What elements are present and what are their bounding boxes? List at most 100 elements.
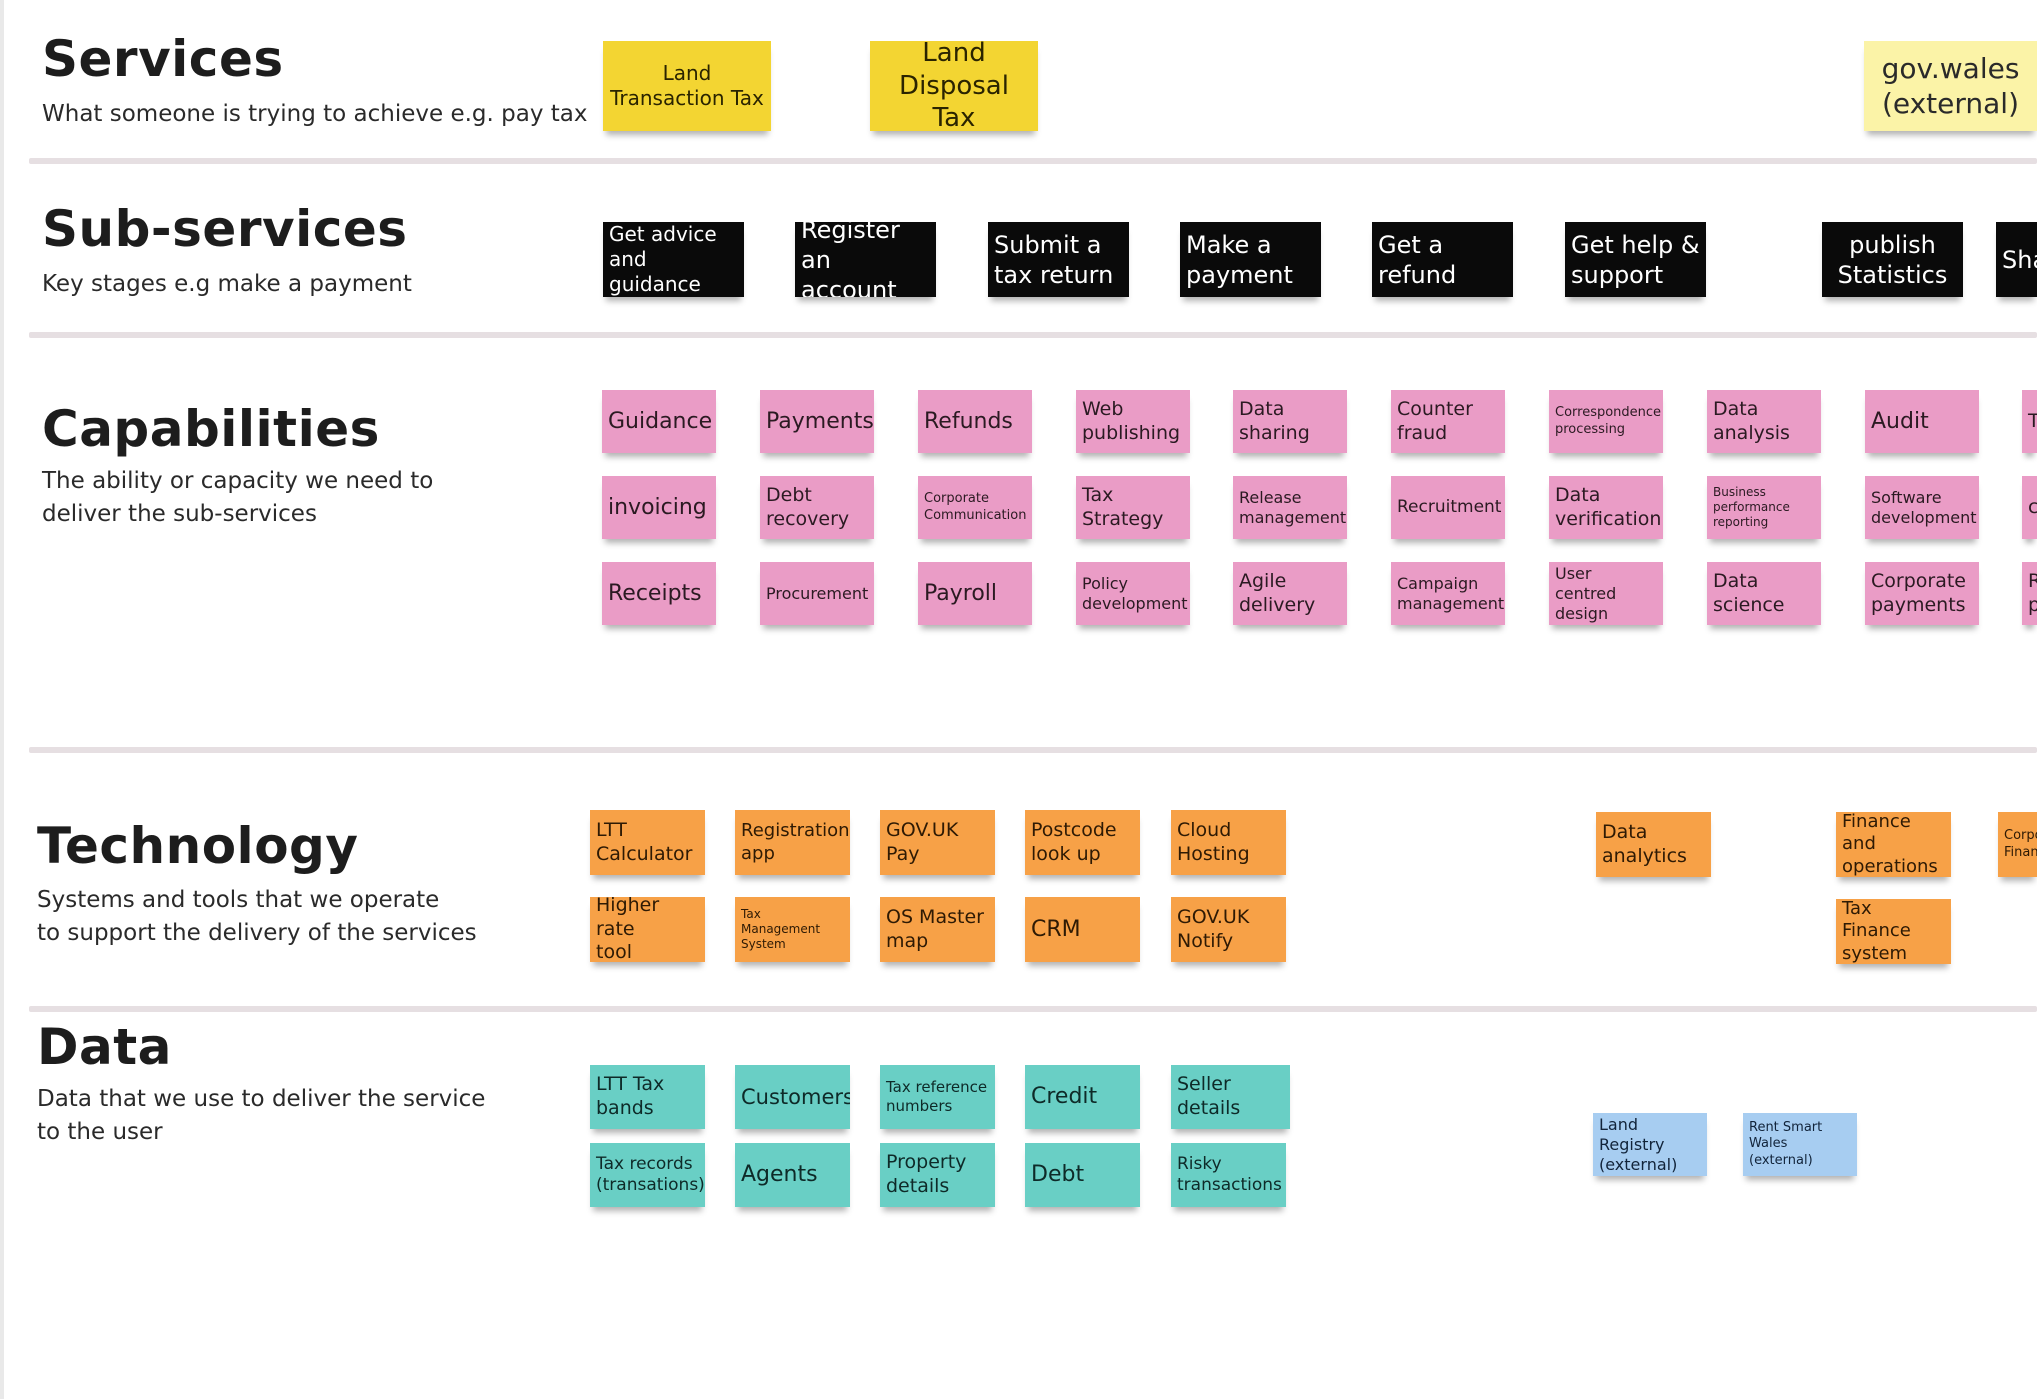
sticky-note-data[interactable]: Debt	[1025, 1143, 1140, 1207]
sticky-note-technology[interactable]: Postcode look up	[1025, 810, 1140, 875]
data-description: Data that we use to deliver the service …	[37, 1086, 486, 1145]
sticky-note-subservice[interactable]: Get help & support	[1565, 222, 1706, 297]
sticky-note-technology[interactable]: CRM	[1025, 897, 1140, 962]
note-text: Get advice and guidance	[609, 222, 717, 296]
sticky-note-data[interactable]: LTT Tax bands	[590, 1065, 705, 1129]
note-text: Counter fraud	[1397, 397, 1473, 444]
note-text: Audit	[1871, 408, 1929, 434]
sticky-note-capability[interactable]: Software development	[1865, 476, 1979, 539]
sticky-note-technology[interactable]: Higher rate tool	[590, 897, 705, 962]
section-divider	[29, 332, 2037, 338]
note-text: Guidance	[608, 408, 713, 434]
sticky-note-technology[interactable]: Cloud Hosting	[1171, 810, 1286, 875]
sticky-note-capability[interactable]: Agile delivery	[1233, 562, 1347, 625]
sticky-note-capability[interactable]: T	[2022, 390, 2037, 453]
sticky-note-subservice[interactable]: Submit a tax return	[988, 222, 1129, 297]
sticky-note-capability[interactable]: Business performance reporting	[1707, 476, 1821, 539]
sticky-note-technology[interactable]: Tax Management System	[735, 897, 850, 962]
sticky-note-technology[interactable]: Registration app	[735, 810, 850, 875]
note-text: Release management	[1239, 487, 1347, 527]
sticky-note-capability[interactable]: Corporate payments	[1865, 562, 1979, 625]
sticky-note-subservice[interactable]: Make a payment	[1180, 222, 1321, 297]
sticky-note-capability[interactable]: invoicing	[602, 476, 716, 539]
sticky-note-data[interactable]: Tax reference numbers	[880, 1065, 995, 1129]
sticky-note-capability[interactable]: Guidance	[602, 390, 716, 453]
sticky-note-subservice[interactable]: Get a refund	[1372, 222, 1513, 297]
note-text: Make a payment	[1186, 230, 1293, 289]
sticky-note-capability[interactable]: Corporate Communication	[918, 476, 1032, 539]
sticky-note-data[interactable]: Agents	[735, 1143, 850, 1207]
sticky-note-capability[interactable]: Payments	[760, 390, 874, 453]
note-text: Finance and operations	[1842, 812, 1938, 877]
note-text: Land Disposal Tax	[899, 41, 1009, 131]
note-text: R p	[2028, 569, 2037, 616]
sticky-note-data-external[interactable]: Rent Smart Wales (external)	[1743, 1113, 1857, 1176]
sticky-note-technology[interactable]: GOV.UK Pay	[880, 810, 995, 875]
sticky-note-capability[interactable]: Debt recovery	[760, 476, 874, 539]
sticky-note-technology[interactable]: GOV.UK Notify	[1171, 897, 1286, 962]
sticky-note-capability[interactable]: Recruitment	[1391, 476, 1505, 539]
sticky-note-capability[interactable]: Release management	[1233, 476, 1347, 539]
note-text: Registration app	[741, 820, 850, 864]
sticky-note-data[interactable]: Tax records (transations)	[590, 1143, 705, 1207]
note-text: Tax reference numbers	[886, 1078, 988, 1115]
note-text: Rent Smart Wales (external)	[1749, 1120, 1823, 1168]
sticky-note-data-external[interactable]: Land Registry (external)	[1593, 1113, 1707, 1176]
note-text: User centred design	[1555, 563, 1617, 623]
sticky-note-capability[interactable]: Campaign management	[1391, 562, 1505, 625]
note-text: gov.wales (external)	[1881, 52, 2020, 120]
services-description: What someone is trying to achieve e.g. p…	[42, 101, 588, 127]
note-text: Land Registry (external)	[1599, 1114, 1678, 1174]
sticky-note-data[interactable]: Seller details	[1171, 1065, 1290, 1129]
capabilities-description: The ability or capacity we need to deliv…	[42, 468, 434, 527]
sticky-note-subservice[interactable]: Sha	[1996, 222, 2037, 297]
sticky-note-subservice[interactable]: publish Statistics	[1822, 222, 1963, 297]
sticky-note-data[interactable]: Customers	[735, 1065, 850, 1129]
note-text: Corpo Finan	[2004, 828, 2037, 860]
sticky-note-service[interactable]: Land Disposal Tax	[870, 41, 1038, 131]
sticky-note-capability[interactable]: Policy development	[1076, 562, 1190, 625]
note-text: Agents	[741, 1162, 818, 1188]
note-text: Data analysis	[1713, 397, 1790, 444]
sticky-note-capability[interactable]: Payroll	[918, 562, 1032, 625]
sticky-note-capability[interactable]: Audit	[1865, 390, 1979, 453]
sticky-note-capability[interactable]: Counter fraud	[1391, 390, 1505, 453]
sticky-note-technology[interactable]: Corpo Finan	[1998, 812, 2037, 877]
sticky-note-subservice[interactable]: Get advice and guidance	[603, 222, 744, 297]
sticky-note-capability[interactable]: Refunds	[918, 390, 1032, 453]
sticky-note-capability[interactable]: Procurement	[760, 562, 874, 625]
sticky-note-capability[interactable]: Data sharing	[1233, 390, 1347, 453]
note-text: Sha	[2002, 245, 2037, 274]
note-text: Recruitment	[1397, 496, 1502, 517]
note-text: invoicing	[608, 494, 707, 520]
note-text: Agile delivery	[1239, 569, 1316, 616]
note-text: Business performance reporting	[1713, 485, 1790, 529]
sticky-note-service[interactable]: Land Transaction Tax	[603, 41, 771, 131]
sticky-note-capability[interactable]: Data science	[1707, 562, 1821, 625]
subservices-description: Key stages e.g make a payment	[42, 271, 412, 297]
section-divider	[29, 747, 2037, 753]
sticky-note-capability[interactable]: Tax Strategy	[1076, 476, 1190, 539]
sticky-note-technology[interactable]: LTT Calculator	[590, 810, 705, 875]
note-text: Data verification	[1555, 483, 1662, 530]
sticky-note-capability[interactable]: Data verification	[1549, 476, 1663, 539]
note-text: LTT Calculator	[596, 818, 693, 865]
sticky-note-subservice[interactable]: Register an account	[795, 222, 936, 297]
sticky-note-technology[interactable]: OS Master map	[880, 897, 995, 962]
sticky-note-technology[interactable]: Data analytics	[1596, 812, 1711, 877]
sticky-note-capability[interactable]: User centred design	[1549, 562, 1663, 625]
sticky-note-data[interactable]: Property details	[880, 1143, 995, 1207]
sticky-note-capability[interactable]: Receipts	[602, 562, 716, 625]
note-text: Credit	[1031, 1084, 1098, 1110]
sticky-note-data[interactable]: Credit	[1025, 1065, 1140, 1129]
sticky-note-capability[interactable]: Correspondence processing	[1549, 390, 1663, 453]
sticky-note-technology[interactable]: Finance and operations	[1836, 812, 1951, 877]
sticky-note-capability[interactable]: Data analysis	[1707, 390, 1821, 453]
sticky-note-technology[interactable]: Tax Finance system	[1836, 899, 1951, 964]
sticky-note-capability[interactable]: R p	[2022, 562, 2037, 625]
sticky-note-data[interactable]: Risky transactions	[1171, 1143, 1286, 1207]
sticky-note-capability[interactable]: Web publishing	[1076, 390, 1190, 453]
sticky-note-capability[interactable]: c	[2022, 476, 2037, 539]
board-left-edge	[0, 0, 4, 1399]
sticky-note-service-external[interactable]: gov.wales (external)	[1864, 41, 2037, 131]
